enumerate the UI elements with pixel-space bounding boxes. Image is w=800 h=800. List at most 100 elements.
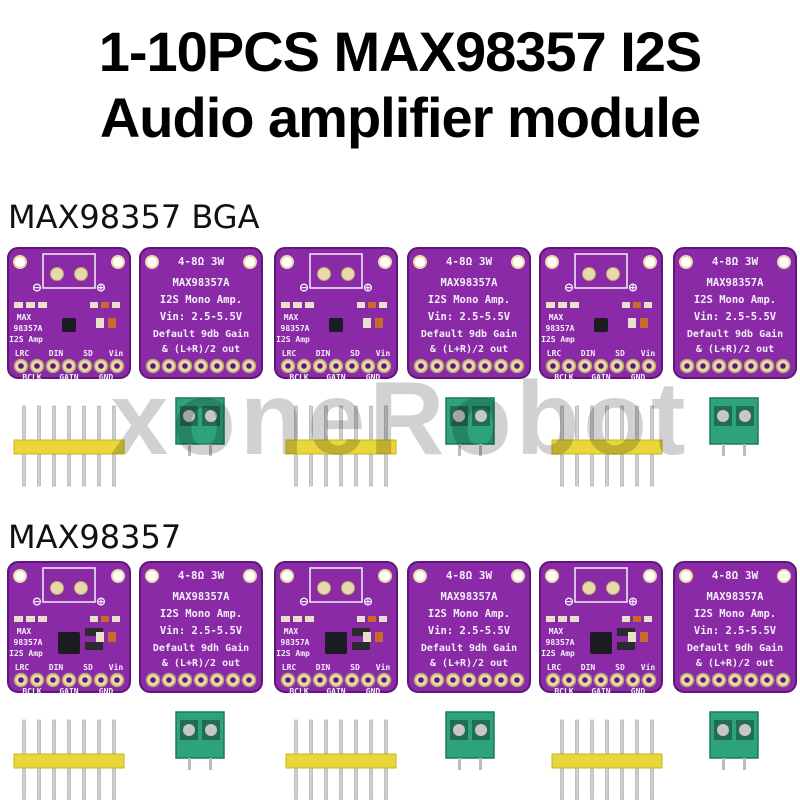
smd-component bbox=[281, 616, 290, 622]
mount-hole bbox=[679, 255, 693, 269]
pad-hole bbox=[498, 677, 504, 683]
smd-component bbox=[38, 302, 47, 308]
smd-component bbox=[357, 616, 365, 622]
smd-component bbox=[644, 302, 652, 308]
smd-component bbox=[570, 302, 579, 308]
back-text-out: & (L+R)/2 out bbox=[696, 658, 774, 669]
smd-component bbox=[101, 302, 109, 308]
pad-hole bbox=[614, 677, 620, 683]
mount-hole bbox=[643, 569, 657, 583]
smd-component bbox=[281, 302, 290, 308]
pcb-body bbox=[139, 247, 263, 379]
pin-label-lrc: LRC bbox=[547, 349, 562, 358]
pin-label-lrc: LRC bbox=[282, 349, 297, 358]
minus-symbol: ⊖ bbox=[300, 594, 309, 610]
pin-label-gnd: GND bbox=[631, 687, 646, 696]
pad-hole bbox=[716, 363, 722, 369]
pad-hole bbox=[498, 363, 504, 369]
back-text-part: MAX98357A bbox=[173, 591, 231, 603]
smd-component bbox=[85, 628, 103, 636]
pad-hole bbox=[214, 363, 220, 369]
back-text-vin: Vin: 2.5-5.5V bbox=[694, 311, 777, 323]
pin-label-gain: GAIN bbox=[326, 373, 345, 382]
terminal-outline bbox=[309, 567, 363, 603]
back-text-vin: Vin: 2.5-5.5V bbox=[694, 625, 777, 637]
terminal-pin bbox=[458, 444, 461, 456]
pad-hole bbox=[598, 677, 604, 683]
section-label-standard: MAX98357 bbox=[8, 518, 182, 556]
pad-hole bbox=[18, 363, 24, 369]
mount-hole bbox=[280, 255, 294, 269]
pcb-body bbox=[139, 561, 263, 693]
terminal-screw bbox=[739, 724, 751, 736]
pad-hole bbox=[630, 677, 636, 683]
pin-label-gain: GAIN bbox=[326, 687, 345, 696]
pad-hole bbox=[166, 363, 172, 369]
smd-component bbox=[546, 302, 555, 308]
silk-max: MAX bbox=[17, 313, 32, 322]
pad-hole bbox=[716, 677, 722, 683]
pad-hole bbox=[198, 363, 204, 369]
plus-symbol: ⊕ bbox=[97, 594, 106, 610]
smd-component bbox=[622, 302, 630, 308]
mount-hole bbox=[111, 569, 125, 583]
pin-label-lrc: LRC bbox=[15, 349, 30, 358]
smd-component bbox=[558, 616, 567, 622]
pad-hole bbox=[285, 677, 291, 683]
pad-hole bbox=[66, 677, 72, 683]
smd-component bbox=[293, 616, 302, 622]
amp-chip bbox=[62, 318, 76, 332]
pin-label-vin: Vin bbox=[109, 662, 124, 672]
terminal-pad bbox=[74, 581, 88, 595]
pcb-body bbox=[407, 247, 531, 379]
terminal-pin bbox=[209, 444, 212, 456]
terminal-outline bbox=[42, 253, 96, 289]
pin-label-sd: SD bbox=[83, 349, 93, 358]
pin-label-lrc: LRC bbox=[282, 663, 297, 672]
mount-hole bbox=[145, 255, 159, 269]
silk-amp: I2S Amp bbox=[541, 335, 575, 344]
header-plastic bbox=[551, 753, 663, 769]
pad-hole bbox=[214, 677, 220, 683]
terminal-screw bbox=[453, 724, 465, 736]
mount-hole bbox=[13, 569, 27, 583]
mount-hole bbox=[378, 569, 392, 583]
screw-terminal bbox=[445, 397, 495, 456]
pad-hole bbox=[349, 363, 355, 369]
pad-hole bbox=[700, 363, 706, 369]
pad-hole bbox=[598, 363, 604, 369]
pad-hole bbox=[198, 677, 204, 683]
smd-component bbox=[90, 302, 98, 308]
pad-hole bbox=[450, 363, 456, 369]
back-text-vin: Vin: 2.5-5.5V bbox=[428, 625, 511, 637]
pad-hole bbox=[381, 363, 387, 369]
pcb-body bbox=[673, 561, 797, 693]
pad-hole bbox=[114, 677, 120, 683]
back-text-part: MAX98357A bbox=[173, 277, 231, 289]
terminal-pad bbox=[606, 581, 620, 595]
back-text-part: MAX98357A bbox=[707, 591, 765, 603]
back-text-out: & (L+R)/2 out bbox=[430, 658, 508, 669]
pin-header bbox=[13, 405, 125, 487]
mount-hole bbox=[413, 569, 427, 583]
terminal-pad bbox=[582, 581, 596, 595]
smd-component bbox=[368, 616, 376, 622]
pad-hole bbox=[614, 363, 620, 369]
back-text-desc: I2S Mono Amp. bbox=[428, 608, 510, 620]
screw-terminal bbox=[709, 711, 759, 770]
mount-hole bbox=[243, 255, 257, 269]
pin-label-bclk: BCLK bbox=[554, 687, 573, 696]
terminal-pin bbox=[458, 758, 461, 770]
terminal-outline bbox=[42, 567, 96, 603]
mount-hole bbox=[545, 255, 559, 269]
pcb-body bbox=[673, 247, 797, 379]
pad-hole bbox=[764, 363, 770, 369]
pin-label-bclk: BCLK bbox=[289, 373, 308, 382]
silk-part: 98357A bbox=[546, 324, 575, 333]
pin-label-bclk: BCLK bbox=[22, 373, 41, 382]
pad-hole bbox=[566, 363, 572, 369]
